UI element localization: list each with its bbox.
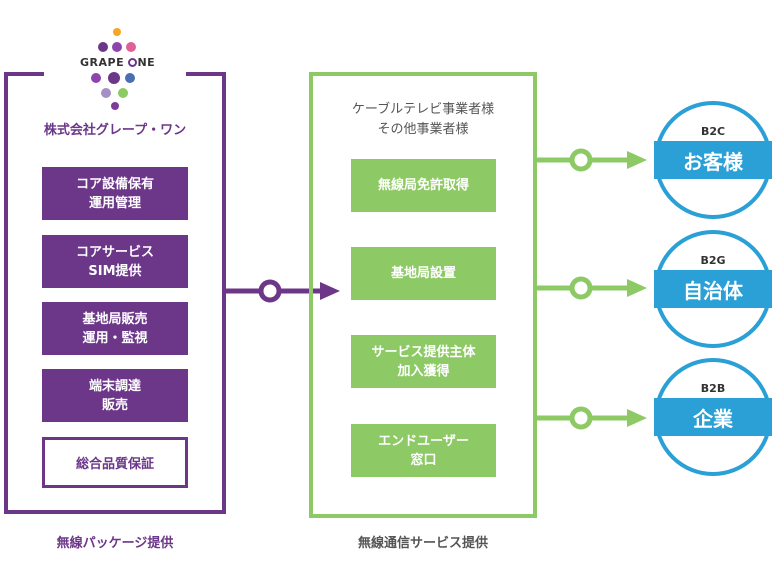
logo-text-right: NE xyxy=(137,56,156,69)
middle-box-installation: 基地局設置 xyxy=(351,247,496,300)
left-box-line2: SIM提供 xyxy=(88,263,142,279)
left-box-base-station: 基地局販売 運用・監視 xyxy=(42,302,188,355)
customer-code: B2C xyxy=(700,125,726,138)
customer-circle-b2g: B2G 自治体 xyxy=(654,230,772,348)
middle-frame xyxy=(309,72,537,518)
connector-mid-b2g xyxy=(537,276,647,300)
left-box-device-procurement: 端末調達 販売 xyxy=(42,369,188,422)
customer-name: 自治体 xyxy=(654,270,772,308)
left-box-line1: 端末調達 xyxy=(88,378,141,394)
middle-label: 無線通信サービス提供 xyxy=(357,536,488,551)
middle-title: ケーブルテレビ事業者様 その他事業者様 xyxy=(313,100,533,140)
middle-box-line1: 無線局免許取得 xyxy=(377,178,469,193)
customer-circle-b2b: B2B 企業 xyxy=(654,358,772,476)
left-label: 無線パッケージ提供 xyxy=(56,536,174,551)
middle-box-line1: サービス提供主体 xyxy=(371,344,476,360)
left-box-core-equipment: コア設備保有 運用管理 xyxy=(42,167,188,220)
middle-title-line1: ケーブルテレビ事業者様 xyxy=(351,102,495,117)
middle-box-line2: 窓口 xyxy=(410,452,437,468)
left-box-line1: コアサービス xyxy=(75,244,154,260)
left-box-line2: 運用管理 xyxy=(88,195,141,211)
left-frame-top-right xyxy=(186,72,226,76)
middle-box-service-provider: サービス提供主体 加入獲得 xyxy=(351,335,496,388)
logo-o-icon xyxy=(128,58,138,67)
customer-name: 企業 xyxy=(654,398,772,436)
connector-mid-b2c xyxy=(537,148,647,172)
middle-box-end-user: エンドユーザー 窓口 xyxy=(351,424,496,477)
logo-text-left: GRAPE xyxy=(80,56,125,69)
company-name: 株式会社グレープ・ワン xyxy=(43,123,187,138)
customer-circle-b2c: B2C お客様 xyxy=(654,101,772,219)
left-box-line1: コア設備保有 xyxy=(75,176,154,192)
middle-box-line1: エンドユーザー xyxy=(378,433,469,449)
grape-one-logo: GRAPE NE xyxy=(74,26,158,112)
left-box-line1: 基地局販売 xyxy=(82,311,148,327)
middle-box-line1: 基地局設置 xyxy=(390,266,456,281)
middle-box-license: 無線局免許取得 xyxy=(351,159,496,212)
left-box-quality-assurance: 総合品質保証 xyxy=(42,437,188,488)
left-box-line2: 販売 xyxy=(101,397,128,413)
customer-code: B2G xyxy=(700,254,726,267)
customer-code: B2B xyxy=(700,382,726,395)
left-box-core-service: コアサービス SIM提供 xyxy=(42,235,188,288)
connector-mid-b2b xyxy=(537,406,647,430)
grape-dots-icon xyxy=(91,28,136,110)
left-frame xyxy=(4,72,226,514)
connector-left-mid xyxy=(226,279,340,303)
middle-box-line2: 加入獲得 xyxy=(397,363,450,379)
left-frame-top-left xyxy=(4,72,44,76)
left-box-line2: 運用・監視 xyxy=(82,330,148,346)
middle-title-line2: その他事業者様 xyxy=(377,122,469,137)
customer-name: お客様 xyxy=(654,141,772,179)
